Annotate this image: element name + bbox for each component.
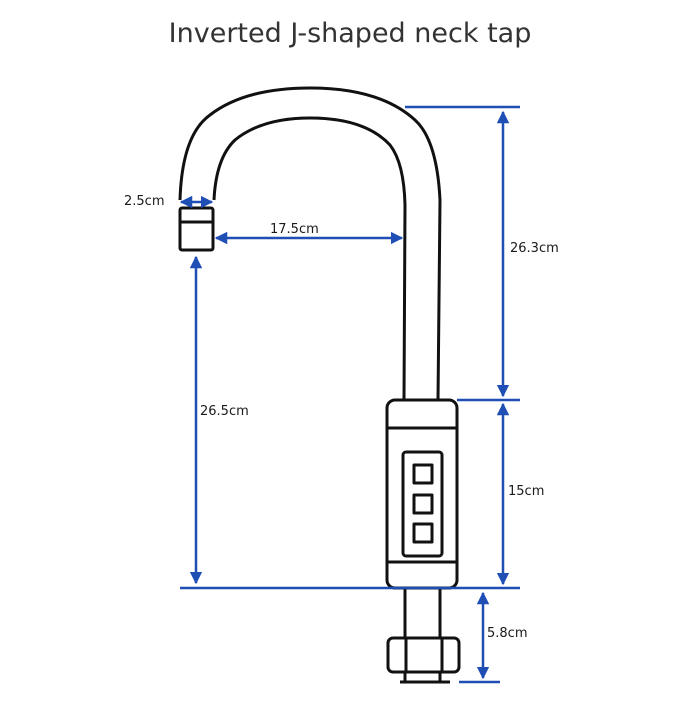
label-spout-clearance: 26.5cm	[200, 404, 249, 419]
button-panel	[401, 450, 444, 558]
diagram-title: Inverted J-shaped neck tap	[168, 18, 532, 49]
base-stem	[403, 586, 442, 640]
label-base-height: 5.8cm	[487, 626, 528, 641]
neck-outer	[178, 86, 442, 401]
tap-outline	[178, 86, 461, 684]
label-reach: 17.5cm	[270, 222, 319, 237]
neck-inner	[212, 116, 407, 401]
label-neck-height: 26.3cm	[510, 241, 559, 256]
control-button-3	[412, 522, 434, 544]
label-body-height: 15cm	[508, 484, 544, 499]
spout-nozzle	[178, 206, 215, 252]
mounting-nut	[386, 636, 461, 674]
control-button-1	[412, 463, 434, 485]
label-spout-diameter: 2.5cm	[124, 194, 165, 209]
control-button-2	[412, 493, 434, 515]
